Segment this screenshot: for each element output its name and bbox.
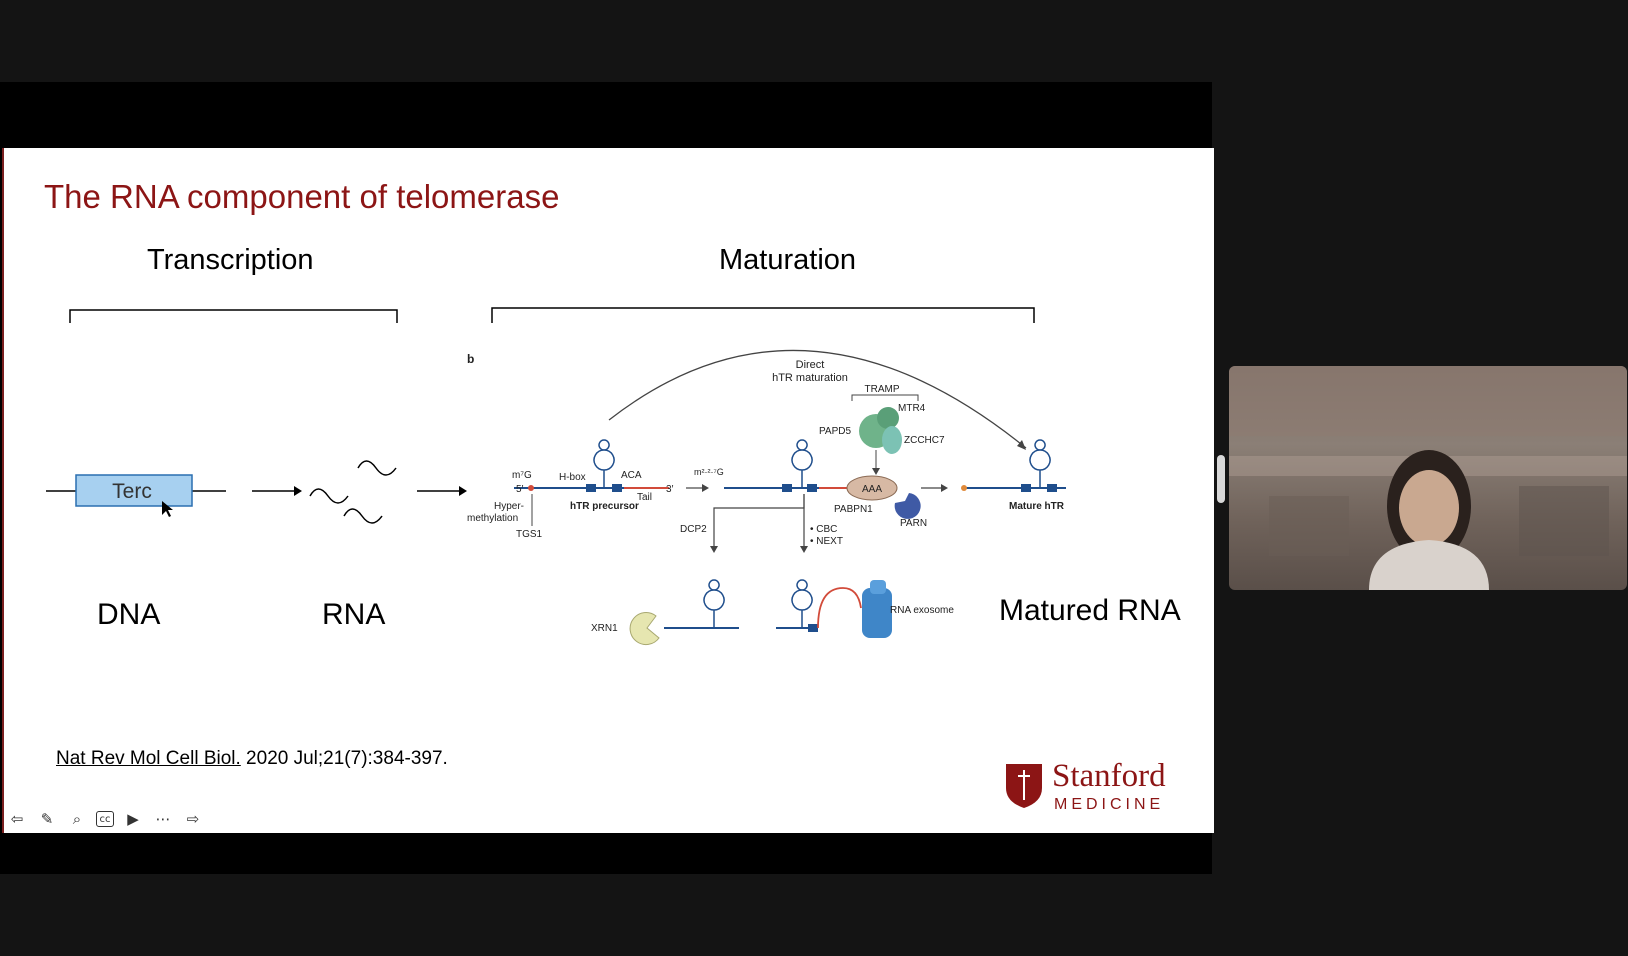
transcription-heading: Transcription: [147, 244, 314, 276]
svg-text:Direct: Direct: [796, 359, 825, 371]
rna-exosome-protein: [862, 588, 892, 638]
svg-text:H-box: H-box: [559, 472, 586, 483]
maturation-heading: Maturation: [719, 244, 857, 276]
stanford-wordmark: Stanford: [1052, 758, 1166, 794]
svg-text:3′: 3′: [666, 484, 674, 495]
more-icon[interactable]: ⋯: [155, 810, 171, 828]
svg-text:DCP2: DCP2: [680, 524, 707, 535]
svg-text:ZCCHC7: ZCCHC7: [904, 435, 945, 446]
svg-text:Hyper-: Hyper-: [494, 501, 524, 512]
svg-text:XRN1: XRN1: [591, 623, 618, 634]
citation-detail: 2020 Jul;21(7):384-397.: [240, 748, 448, 769]
xrn1-protein: [629, 612, 660, 645]
svg-text:5′: 5′: [516, 484, 524, 495]
telomerase-rna-diagram: Terc b Direct hTR maturation m⁷G 5′ 3′ H…: [46, 307, 1066, 645]
panel-resize-handle[interactable]: [1217, 455, 1225, 503]
svg-text:methylation: methylation: [467, 513, 518, 524]
maturation-bracket: [491, 307, 1035, 323]
slide: The RNA component of telomerase Transcri…: [2, 148, 1214, 833]
svg-text:m²·²·⁷G: m²·²·⁷G: [694, 467, 724, 477]
mouse-cursor-icon: [162, 501, 173, 517]
matured-rna-label: Matured RNA: [999, 594, 1181, 627]
svg-text:hTR maturation: hTR maturation: [772, 372, 848, 384]
rna-squiggle-3: [343, 508, 383, 524]
svg-text:• CBC: • CBC: [810, 524, 837, 535]
svg-text:RNA exosome: RNA exosome: [890, 605, 954, 616]
citation: Nat Rev Mol Cell Biol. 2020 Jul;21(7):38…: [56, 748, 448, 770]
svg-text:• NEXT: • NEXT: [810, 536, 843, 547]
medicine-wordmark: MEDICINE: [1054, 796, 1165, 813]
pen-icon[interactable]: ✎: [40, 810, 54, 828]
svg-text:PABPN1: PABPN1: [834, 504, 873, 515]
direct-maturation-arc: [608, 349, 1027, 449]
panel-label: b: [467, 352, 474, 366]
svg-text:Mature hTR: Mature hTR: [1009, 501, 1065, 512]
rna-label: RNA: [322, 598, 386, 631]
back-icon[interactable]: ⇦: [10, 810, 24, 828]
rna-squiggle-1: [309, 488, 349, 504]
parn-protein: [894, 493, 921, 519]
svg-text:TGS1: TGS1: [516, 529, 543, 540]
svg-text:MTR4: MTR4: [898, 403, 926, 414]
svg-text:PAPD5: PAPD5: [819, 426, 851, 437]
svg-text:m⁷G: m⁷G: [512, 470, 532, 481]
terc-gene-box: [75, 474, 193, 507]
transcription-bracket: [69, 309, 398, 323]
svg-text:TRAMP: TRAMP: [865, 384, 900, 395]
zoom-icon[interactable]: ⌕: [72, 810, 82, 828]
video-icon[interactable]: ▶: [127, 810, 139, 828]
svg-text:Tail: Tail: [637, 492, 652, 503]
svg-text:hTR precursor: hTR precursor: [570, 501, 639, 512]
stanford-logo: Stanford MEDICINE: [1004, 758, 1184, 813]
forward-icon[interactable]: ⇨: [186, 810, 200, 828]
svg-text:ACA: ACA: [621, 470, 642, 481]
captions-icon[interactable]: cc: [96, 811, 114, 827]
dna-label: DNA: [97, 598, 161, 631]
slide-toolbar: ⇦ ✎ ⌕ cc ▶ ⋯ ⇨: [4, 808, 204, 830]
stanford-shield-icon: [1006, 764, 1042, 808]
svg-text:AAA: AAA: [862, 484, 882, 495]
rna-squiggle-2: [357, 460, 397, 476]
participant-video[interactable]: [1229, 366, 1627, 590]
terc-label: Terc: [112, 480, 152, 503]
polya-tail: [846, 475, 898, 501]
participant-video-feed: [1229, 366, 1627, 590]
svg-text:PARN: PARN: [900, 518, 927, 529]
slide-title: The RNA component of telomerase: [44, 178, 560, 215]
citation-link[interactable]: Nat Rev Mol Cell Biol.: [56, 748, 241, 769]
